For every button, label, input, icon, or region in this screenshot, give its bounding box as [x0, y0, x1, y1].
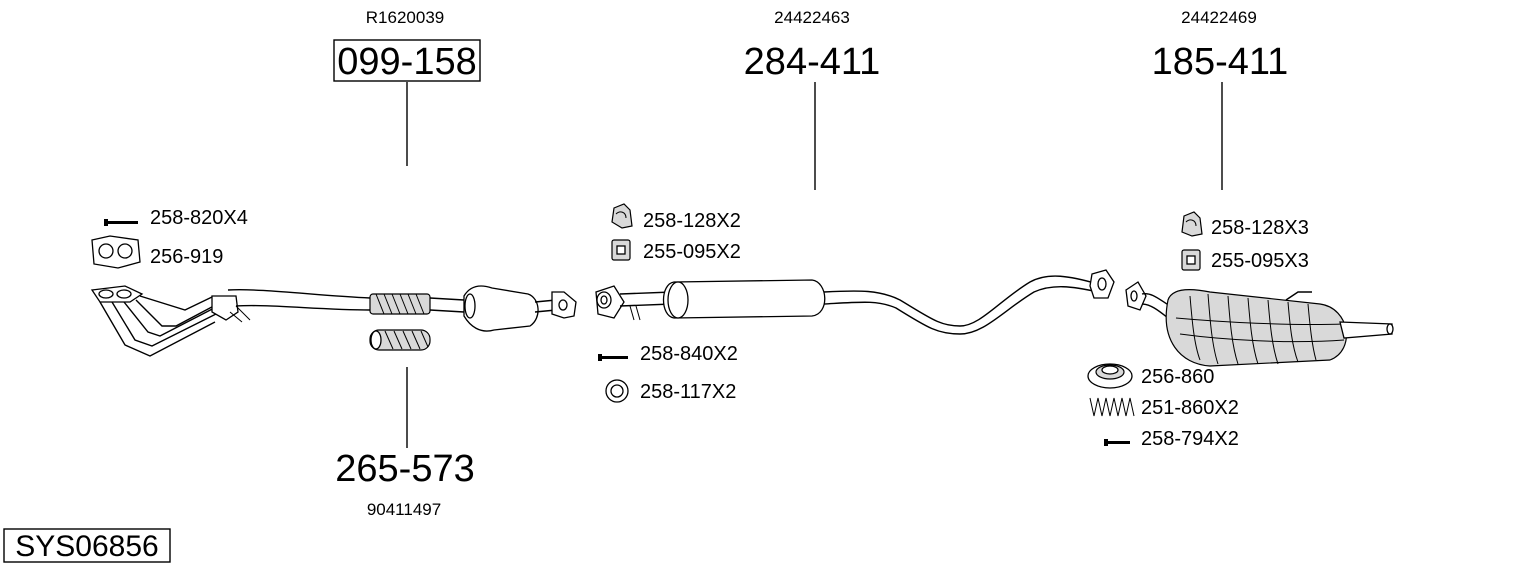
- accessory-label[interactable]: 258-128X3: [1211, 217, 1309, 239]
- middle-silencer-number[interactable]: 284-411: [744, 41, 881, 83]
- bolt-icon: [104, 219, 138, 226]
- spring-icon: [1089, 397, 1135, 417]
- front-pipe-number-box: [333, 39, 481, 82]
- front-pipe-ref: R1620039: [366, 8, 444, 27]
- accessory-label[interactable]: 258-840X2: [640, 343, 738, 365]
- front-pipe-drawing: [90, 285, 371, 357]
- accessory-label[interactable]: 258-117X2: [640, 381, 736, 403]
- flex-pipe-drawing: [369, 285, 577, 351]
- flex-pipe-ref: 90411497: [367, 500, 441, 519]
- accessory-label[interactable]: 255-095X3: [1211, 250, 1309, 272]
- accessory-label[interactable]: 255-095X2: [643, 241, 741, 263]
- front-pipe-number[interactable]: 099-158: [337, 41, 476, 83]
- clamp-icon: [611, 203, 633, 229]
- rubber-mount-icon: [1181, 249, 1201, 271]
- rubber-mount-icon: [611, 239, 631, 261]
- accessory-label[interactable]: 256-919: [150, 246, 223, 268]
- gasket-ring-icon: [1087, 363, 1133, 389]
- clamp-icon: [1181, 211, 1203, 237]
- flex-pipe-number[interactable]: 265-573: [335, 448, 474, 490]
- rear-silencer-drawing: [1125, 281, 1394, 367]
- sealing-ring-icon: [605, 379, 629, 403]
- gasket-icon: [91, 235, 141, 269]
- accessory-label[interactable]: 258-128X2: [643, 210, 741, 232]
- accessory-label[interactable]: 256-860: [1141, 366, 1214, 388]
- accessory-label[interactable]: 251-860X2: [1141, 397, 1239, 419]
- system-id-box: [3, 528, 171, 563]
- bolt-icon: [598, 354, 628, 361]
- system-id: SYS06856: [15, 530, 158, 563]
- bolt-icon: [1104, 439, 1130, 446]
- rear-silencer-ref: 24422469: [1181, 8, 1257, 27]
- accessory-label[interactable]: 258-794X2: [1141, 428, 1239, 450]
- accessory-label[interactable]: 258-820X4: [150, 207, 248, 229]
- rear-silencer-number[interactable]: 185-411: [1152, 41, 1289, 83]
- middle-silencer-drawing: [595, 269, 1115, 335]
- middle-silencer-ref: 24422463: [774, 8, 850, 27]
